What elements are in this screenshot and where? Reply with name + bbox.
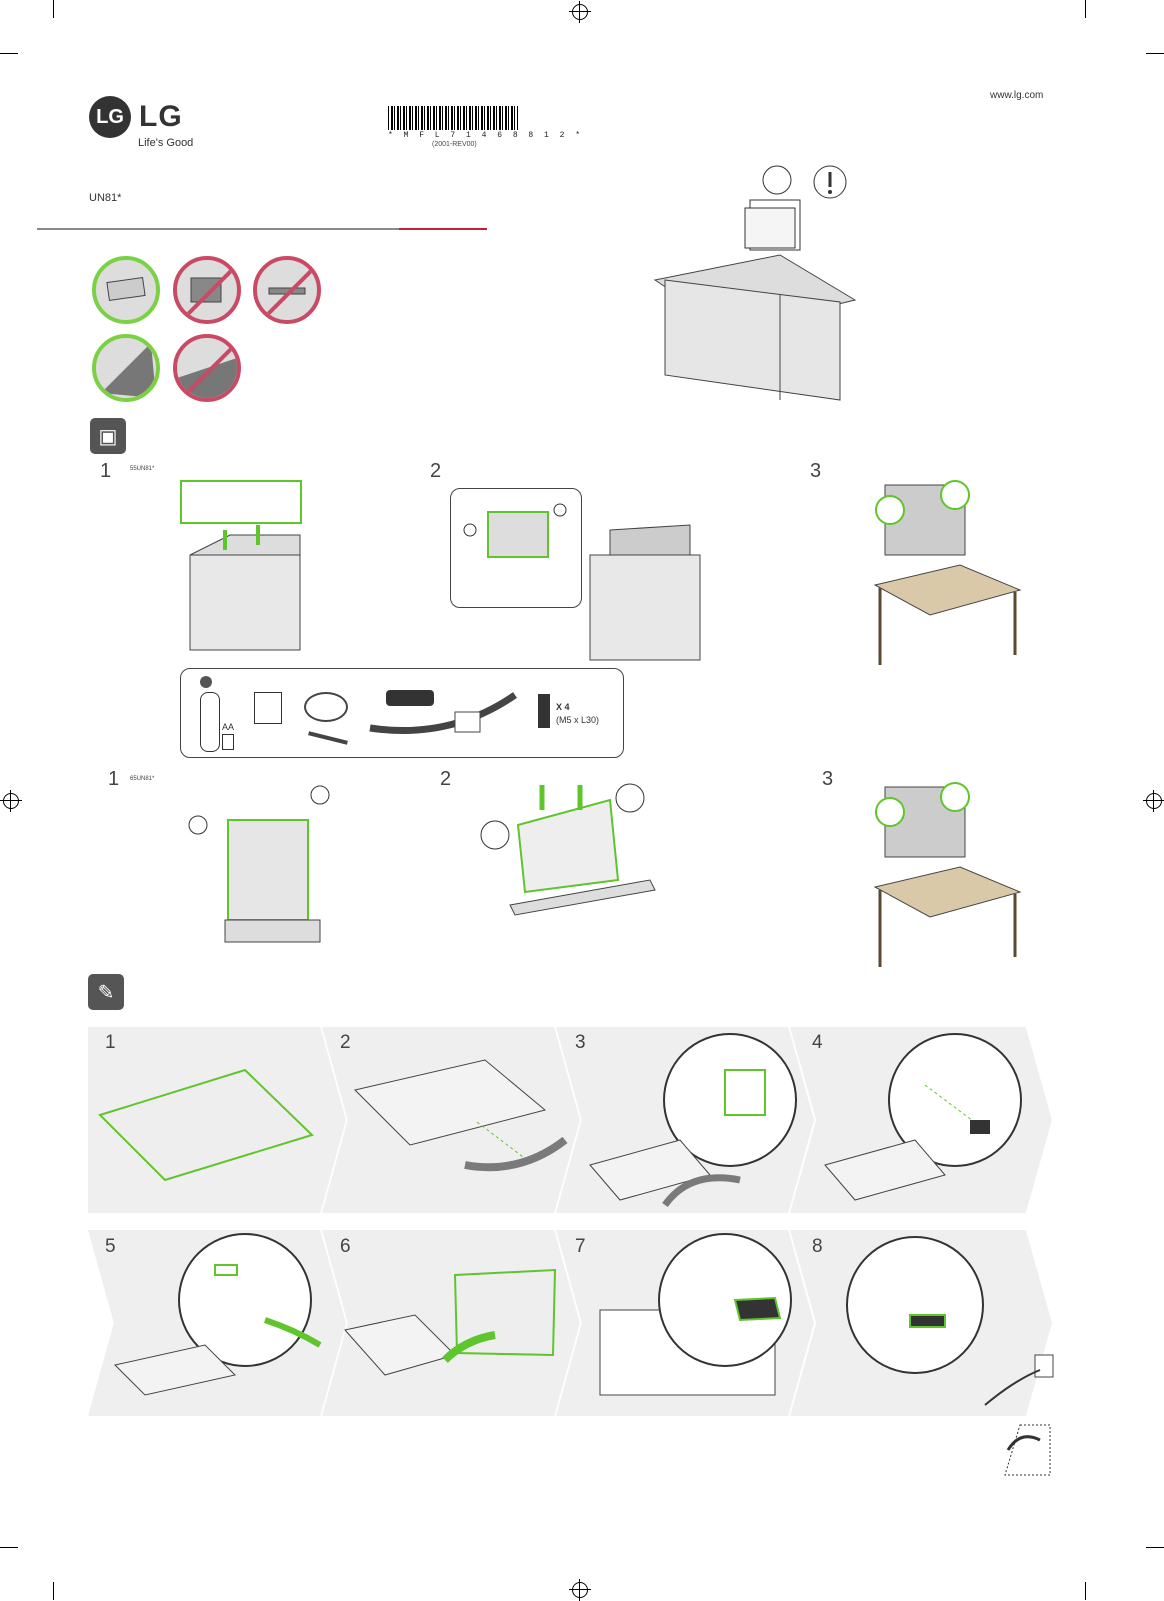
assembly-step-3: 3 (575, 1032, 586, 1053)
assembly-step-8: 8 (812, 1236, 823, 1257)
power-cord-icon (304, 692, 348, 722)
crop-mark (53, 0, 54, 18)
assembly-step-2: 2 (340, 1032, 351, 1053)
stand-base-icon (369, 692, 517, 735)
battery-label: AA (222, 722, 235, 732)
screw-spec: (M5 x L30) (556, 715, 600, 725)
remote-control-icon (200, 692, 220, 752)
model-variant-label: 65UN81* (130, 776, 155, 782)
assembly-step-4: 4 (812, 1032, 823, 1053)
registration-mark (569, 1, 591, 23)
header-rule-accent (399, 228, 487, 230)
packing-top-insert (180, 480, 302, 524)
prohibited-screen-grip-icon (173, 334, 241, 402)
correct-lift-icon (92, 256, 160, 324)
lg-logo-word: LG (139, 100, 183, 133)
bluetooth-icon (200, 676, 212, 688)
place-tv-on-table-illustration (873, 480, 1022, 665)
unbox-a-step-2: 2 (430, 460, 442, 482)
barcode (388, 106, 518, 130)
assembly-step-7: 7 (575, 1236, 586, 1257)
assembly-step-5: 5 (105, 1236, 116, 1257)
prohibited-lift-icon (173, 256, 241, 324)
crop-mark (1146, 1547, 1164, 1548)
manual-icon (254, 692, 282, 724)
unbox-a-step-3: 3 (810, 460, 822, 482)
place-tv-on-table-illustration (873, 782, 1022, 967)
header-rule (37, 228, 399, 230)
lift-tv-from-base-illustration (480, 783, 656, 916)
assembly-section-icon: ✎ (88, 974, 124, 1010)
assembly-step-1: 1 (105, 1032, 116, 1053)
cable-management-illustration (846, 1236, 1054, 1406)
page-turn-icon (1004, 1424, 1051, 1476)
align-stand-illustration (354, 1059, 568, 1172)
registration-mark (1143, 790, 1164, 812)
correct-grip-icon (92, 334, 160, 402)
website-url: www.lg.com (990, 90, 1044, 101)
screw-quantity: X 4 (556, 702, 570, 712)
crop-mark (1085, 1582, 1086, 1600)
unbox-b-step-3: 3 (822, 768, 834, 790)
tv-face-down-illustration (98, 1068, 314, 1182)
stand-tv-upright-illustration (344, 1268, 557, 1376)
assembly-step-6: 6 (340, 1236, 351, 1257)
revision-code: (2001-REV00) (432, 141, 477, 148)
fasten-screws-illustration (824, 1033, 1022, 1201)
crop-mark (53, 1582, 54, 1600)
unbox-a-step-1: 1 (100, 460, 112, 482)
crop-mark (1085, 0, 1086, 18)
unboxing-warning-illustration (653, 165, 857, 401)
model-number: UN81* (89, 192, 122, 204)
opening-box-illustration (189, 525, 301, 651)
registration-mark (569, 1579, 591, 1601)
unboxing-section-icon: ▣ (90, 418, 126, 454)
lg-logo-mark: LG (89, 96, 131, 138)
unbox-b-step-1: 1 (108, 768, 120, 790)
crop-mark (0, 1547, 18, 1548)
insert-stand-illustration (589, 1033, 797, 1208)
registration-mark (0, 790, 22, 812)
model-variant-label: 55UN81* (130, 466, 155, 472)
two-person-lift-illustration (463, 503, 567, 558)
unbox-b-step-2: 2 (440, 768, 452, 790)
crop-mark (0, 53, 18, 54)
lift-box-sleeve-illustration (188, 785, 330, 943)
lg-logo: LG LG (89, 96, 183, 138)
attach-cable-clip-illustration (599, 1233, 792, 1396)
tagline: Life's Good (138, 137, 194, 149)
barcode-text: * M F L 7 1 4 6 8 8 1 2 * (388, 131, 584, 140)
attach-cover-illustration (114, 1233, 322, 1396)
tv-in-box-illustration (589, 524, 701, 661)
prohibited-flat-lift-icon (253, 256, 321, 324)
crop-mark (1146, 53, 1164, 54)
battery-icon (222, 734, 234, 750)
screw-icon (538, 694, 550, 728)
stand-cover-icon (386, 690, 434, 706)
